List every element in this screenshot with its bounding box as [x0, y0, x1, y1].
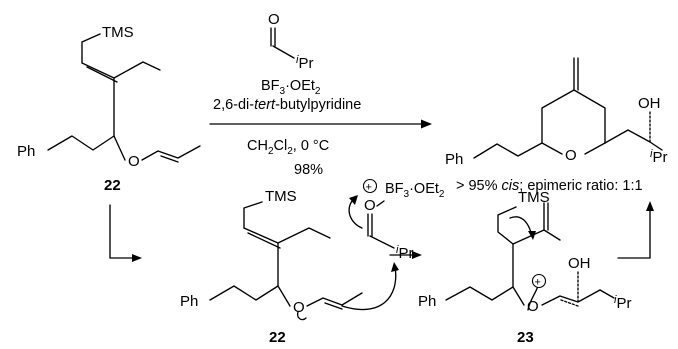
intermediate-phenyl-label: Ph — [418, 293, 436, 310]
condition-yield: 98% — [294, 162, 323, 178]
mechanism-tms-label: TMS — [265, 188, 297, 205]
activated-bf3-label: BF3·OEt2 — [385, 181, 445, 200]
activated-oxygen-label: O — [364, 197, 376, 214]
compound-22-structure: TMS Ph O 22 — [17, 24, 201, 194]
ipr-pr: Pr — [298, 55, 313, 72]
svg-text:iPr: iPr — [614, 294, 631, 312]
pyran-oxygen-label: O — [565, 147, 577, 164]
intermediate-oxygen-label: O — [527, 298, 539, 315]
product-phenyl-label: Ph — [445, 151, 463, 168]
reaction-conditions: O iPr BF3·OEt2 2,6-di-tert-butylpyridine… — [209, 11, 432, 178]
condition-lewis-acid: BF3·OEt2 — [261, 78, 321, 97]
intermediate-hydroxyl-label: OH — [568, 255, 591, 272]
product-selectivity-note: > 95% cis; epimeric ratio: 1:1 — [456, 178, 643, 194]
oxonium-charge: + — [366, 182, 372, 194]
compound-23-label: 23 — [517, 329, 534, 346]
mechanism-oxygen-label: O — [293, 299, 305, 316]
condition-solvent: CH2Cl2, 0 °C — [247, 138, 329, 157]
mechanism-compound-22-label: 22 — [269, 329, 286, 346]
svg-text:iPr: iPr — [296, 54, 313, 72]
hydroxyl-label: OH — [638, 95, 661, 112]
mechanism-arrows — [109, 201, 654, 262]
tms-label: TMS — [102, 24, 134, 41]
compound-22-label: 22 — [104, 177, 121, 194]
ipr-prefix: i — [296, 54, 299, 66]
svg-text:iPr: iPr — [396, 244, 413, 262]
svg-text:iPr: iPr — [650, 148, 667, 166]
phenyl-label: Ph — [17, 143, 35, 160]
mechanism-22-structure: TMS Ph O 22 — [180, 188, 399, 346]
mechanism-phenyl-label: Ph — [180, 293, 198, 310]
condition-base: 2,6-di-tert-butylpyridine — [213, 97, 361, 113]
intermediate-23-structure: + TMS Ph O OH iPr 23 — [418, 189, 631, 346]
activated-aldehyde: + O BF3·OEt2 iPr — [348, 178, 445, 262]
intermediate-tms-label: TMS — [518, 189, 550, 206]
ether-oxygen-label: O — [128, 153, 140, 170]
product-structure: Ph O OH iPr > 95% cis; epimeric ratio: 1… — [445, 57, 667, 194]
oxocarbenium-charge: + — [535, 277, 541, 289]
aldehyde-oxygen-label: O — [268, 11, 280, 28]
